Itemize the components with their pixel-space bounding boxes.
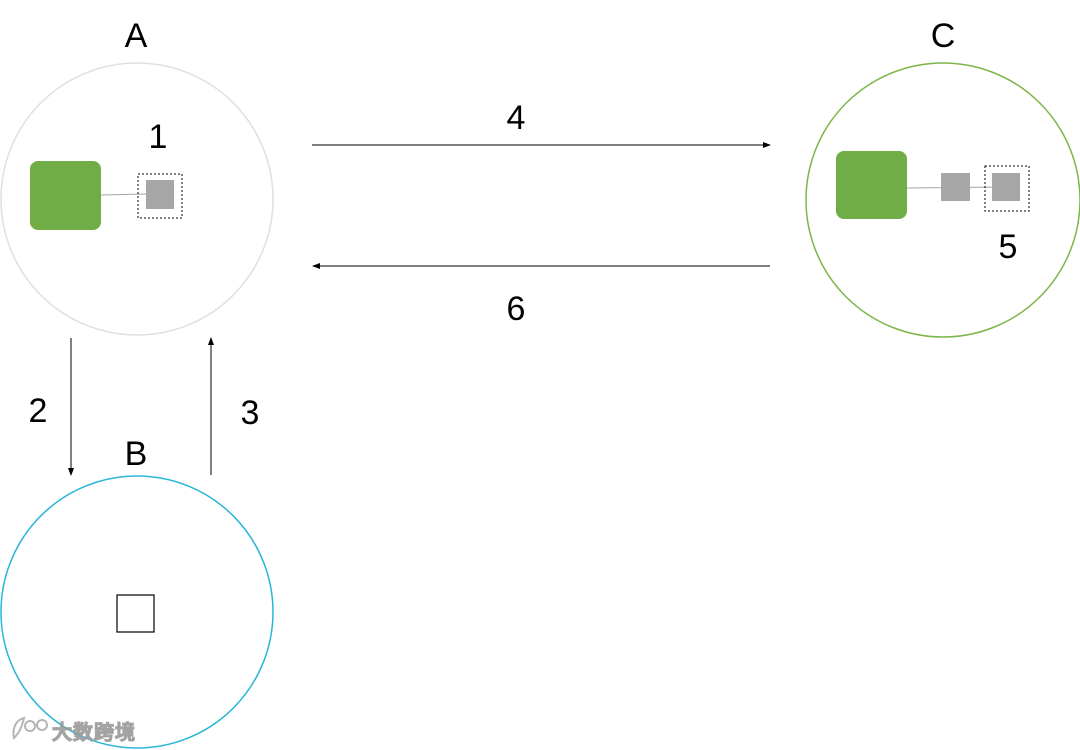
node-b-label: B	[124, 435, 148, 473]
node-a-connector	[100, 193, 147, 196]
watermark-text: 大数跨境	[52, 720, 136, 745]
node-c-gray-block-2	[992, 173, 1020, 201]
step-6-label: 6	[506, 290, 526, 328]
node-a-dotted-frame	[137, 173, 183, 219]
node-a-circle	[0, 62, 274, 336]
node-b-empty-block	[116, 594, 155, 633]
node-c-green-block	[836, 151, 907, 219]
node-a-gray-block	[146, 180, 174, 209]
step-2-label: 2	[28, 392, 48, 430]
step-4-label: 4	[506, 99, 526, 137]
step-3-label: 3	[240, 394, 260, 432]
node-c-dotted-frame	[984, 165, 1030, 212]
node-a-label: A	[124, 17, 148, 55]
node-c-label: C	[930, 17, 956, 55]
node-a-green-block	[30, 161, 101, 230]
node-b-circle	[0, 475, 274, 749]
leaf-logo	[12, 716, 48, 741]
node-c-gray-block-1	[941, 173, 970, 201]
step-1-label: 1	[148, 118, 168, 156]
step-5-label: 5	[998, 228, 1018, 266]
watermark: 大数跨境	[52, 716, 136, 745]
node-c-circle	[805, 62, 1080, 338]
